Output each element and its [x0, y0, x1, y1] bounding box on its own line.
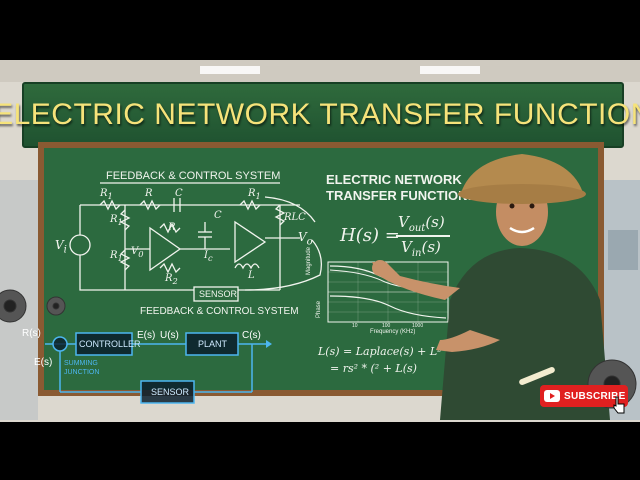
sensor-box-label: SENSOR	[199, 289, 238, 299]
label-r2: R2	[165, 273, 178, 286]
inductor-symbol	[234, 263, 260, 270]
resistor-symbol	[99, 199, 121, 211]
tf-heading-line1: ELECTRIC NETWORK	[326, 172, 462, 187]
subscribe-label: SUBSCRIBE	[564, 390, 626, 402]
sensor-block	[193, 286, 239, 302]
plant-label: PLANT	[198, 339, 228, 349]
label-r1-left: R1	[110, 214, 123, 227]
circuit-heading: FEEDBACK & CONTROL SYSTEM	[106, 170, 281, 182]
ceiling-light	[200, 66, 260, 74]
arrow	[244, 239, 323, 291]
summing-junction-symbol	[52, 336, 68, 352]
label-r1-right: R1	[248, 188, 261, 201]
label-vi: Vi	[55, 238, 67, 256]
resistor-symbol	[159, 262, 181, 274]
video-title: ELECTRIC NETWORK TRANSFER FUNCTION	[0, 98, 640, 131]
cursor-hand-icon	[613, 396, 625, 414]
tf-lhs: H(s) =	[340, 225, 400, 246]
resistor-symbol	[239, 199, 261, 211]
bode-x-tick: 10	[352, 323, 358, 329]
ceiling-light	[420, 66, 480, 74]
output-label: C(s)	[242, 330, 261, 341]
summing-junction-label-1: SUMMING	[64, 360, 98, 367]
resistor-symbol	[274, 204, 286, 226]
vi-source-symbol	[69, 234, 91, 256]
chalk-stick	[519, 367, 555, 385]
label-c-mid: C	[214, 210, 222, 221]
bode-x-label: Frequency (KHz)	[370, 329, 416, 335]
label-r1-low: R1	[110, 250, 123, 263]
pointing-hand	[372, 260, 388, 276]
tf-numerator: Vout(s)	[398, 213, 445, 234]
label-r-top: R	[145, 188, 153, 199]
youtube-play-icon	[544, 390, 560, 402]
equation-line-2: = rs² * (² + L(s)	[330, 362, 417, 375]
fraction-bar	[396, 235, 450, 237]
green-shirt	[440, 248, 610, 420]
subscribe-button[interactable]: SUBSCRIBE	[540, 385, 628, 407]
phase-curve	[329, 295, 447, 319]
label-r-mid: R	[168, 222, 176, 233]
label-ic: Ic	[204, 250, 213, 263]
opamp-symbol	[234, 220, 267, 264]
error-label: E(s)	[34, 357, 53, 368]
lower-arm	[436, 330, 500, 352]
input-label: R(s)	[22, 328, 41, 339]
u-out-label: U(s)	[160, 330, 179, 341]
label-rlc: RLC	[284, 212, 306, 223]
resistor-symbol	[139, 199, 161, 211]
tf-heading-line2: TRANSFER FUNCTION:	[326, 188, 472, 203]
bode-x-tick: 100	[382, 323, 391, 329]
raised-arm	[372, 262, 460, 300]
label-r1-top: R1	[100, 188, 113, 201]
label-v0-node: V0	[131, 246, 144, 259]
title-banner: ELECTRIC NETWORK TRANSFER FUNCTION	[0, 82, 640, 148]
resistor-symbol	[159, 222, 181, 234]
summing-junction-label-2: JUNCTION	[64, 369, 100, 376]
equation-line-1: L(s) = Laplace(s) + L² * I(s)	[318, 345, 473, 358]
controller-label: CONTROLLER	[79, 339, 141, 349]
label-c-top: C	[175, 188, 183, 199]
tf-denominator: Vin(s)	[401, 238, 441, 259]
circuit-caption: FEEDBACK & CONTROL SYSTEM	[140, 306, 299, 317]
arrow	[264, 196, 316, 223]
bode-x-tick: 1000	[412, 323, 424, 329]
label-vo: Vo	[298, 230, 313, 248]
label-l: L	[248, 270, 255, 281]
sensor-feedback-label: SENSOR	[151, 387, 190, 397]
e-out-label: E(s)	[137, 330, 156, 341]
